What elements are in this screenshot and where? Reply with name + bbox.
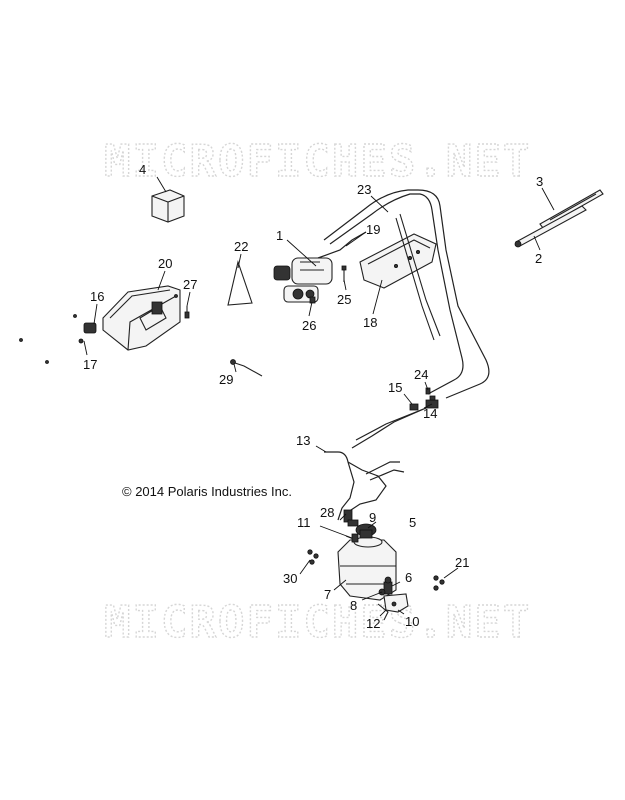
part-16-knob bbox=[83, 322, 97, 334]
part-1-wiper-motor bbox=[273, 257, 333, 303]
callouts: 4 20 16 17 27 22 29 1 26 25 19 18 23 3 2… bbox=[83, 162, 543, 631]
watermark-bottom: MICROFICHES.NET bbox=[104, 597, 531, 648]
part-27-screw bbox=[184, 306, 190, 319]
callout-13: 13 bbox=[296, 433, 310, 448]
part-29-cable-tie bbox=[230, 359, 263, 377]
part-9-cap bbox=[355, 523, 377, 539]
callout-7: 7 bbox=[324, 587, 331, 602]
callout-8: 8 bbox=[350, 598, 357, 613]
part-25-pin bbox=[341, 265, 347, 282]
callout-5: 5 bbox=[409, 515, 416, 530]
callout-2: 2 bbox=[535, 251, 542, 266]
part-30-nuts bbox=[307, 549, 319, 565]
part-23-hose-loop bbox=[323, 189, 490, 399]
callout-25: 25 bbox=[337, 292, 351, 307]
part-20-storage-bin bbox=[102, 285, 181, 351]
callout-30: 30 bbox=[283, 571, 297, 586]
copyright-text: © 2014 Polaris Industries Inc. bbox=[122, 484, 292, 499]
part-21-nuts bbox=[433, 575, 445, 591]
callout-19: 19 bbox=[366, 222, 380, 237]
callout-6: 6 bbox=[405, 570, 412, 585]
part-22-triangle-strap bbox=[227, 260, 253, 306]
callout-10: 10 bbox=[405, 614, 419, 629]
callout-24: 24 bbox=[414, 367, 428, 382]
watermark-top: MICROFICHES.NET bbox=[104, 136, 531, 187]
callout-21: 21 bbox=[455, 555, 469, 570]
fastener-dot bbox=[19, 338, 23, 342]
callout-14: 14 bbox=[423, 406, 437, 421]
callout-12: 12 bbox=[366, 616, 380, 631]
part-28-plug bbox=[343, 509, 359, 527]
callout-15: 15 bbox=[388, 380, 402, 395]
part-12-bracket-tab bbox=[377, 603, 389, 621]
part-10-bracket bbox=[383, 593, 409, 613]
callout-22: 22 bbox=[234, 239, 248, 254]
fastener-dot bbox=[174, 294, 178, 298]
callout-18: 18 bbox=[363, 315, 377, 330]
part-26-bracket-bolt bbox=[309, 296, 316, 304]
part-4-box bbox=[151, 189, 185, 223]
callout-16: 16 bbox=[90, 289, 104, 304]
part-18-cover bbox=[359, 233, 437, 289]
callout-20: 20 bbox=[158, 256, 172, 271]
fastener-dot bbox=[45, 360, 49, 364]
part-3-wiper-blade bbox=[539, 189, 604, 229]
callout-26: 26 bbox=[302, 318, 316, 333]
part-2-wiper-arm bbox=[514, 205, 587, 248]
callout-11: 11 bbox=[297, 515, 311, 530]
callout-3: 3 bbox=[536, 174, 543, 189]
callout-27: 27 bbox=[183, 277, 197, 292]
callout-17: 17 bbox=[83, 357, 97, 372]
leader-lines bbox=[83, 176, 555, 617]
part-19-hose bbox=[317, 231, 367, 259]
callout-1: 1 bbox=[276, 228, 283, 243]
callout-29: 29 bbox=[219, 372, 233, 387]
part-17-clip bbox=[78, 338, 84, 344]
part-15-connector bbox=[409, 403, 419, 411]
part-24-clip bbox=[425, 387, 431, 395]
part-6-pump bbox=[383, 576, 393, 595]
callout-4: 4 bbox=[139, 162, 146, 177]
part-5-reservoir bbox=[337, 536, 397, 601]
callout-23: 23 bbox=[357, 182, 371, 197]
callout-9: 9 bbox=[369, 510, 376, 525]
fastener-dot bbox=[73, 314, 77, 318]
callout-28: 28 bbox=[320, 505, 334, 520]
part-13-harness bbox=[324, 403, 437, 521]
